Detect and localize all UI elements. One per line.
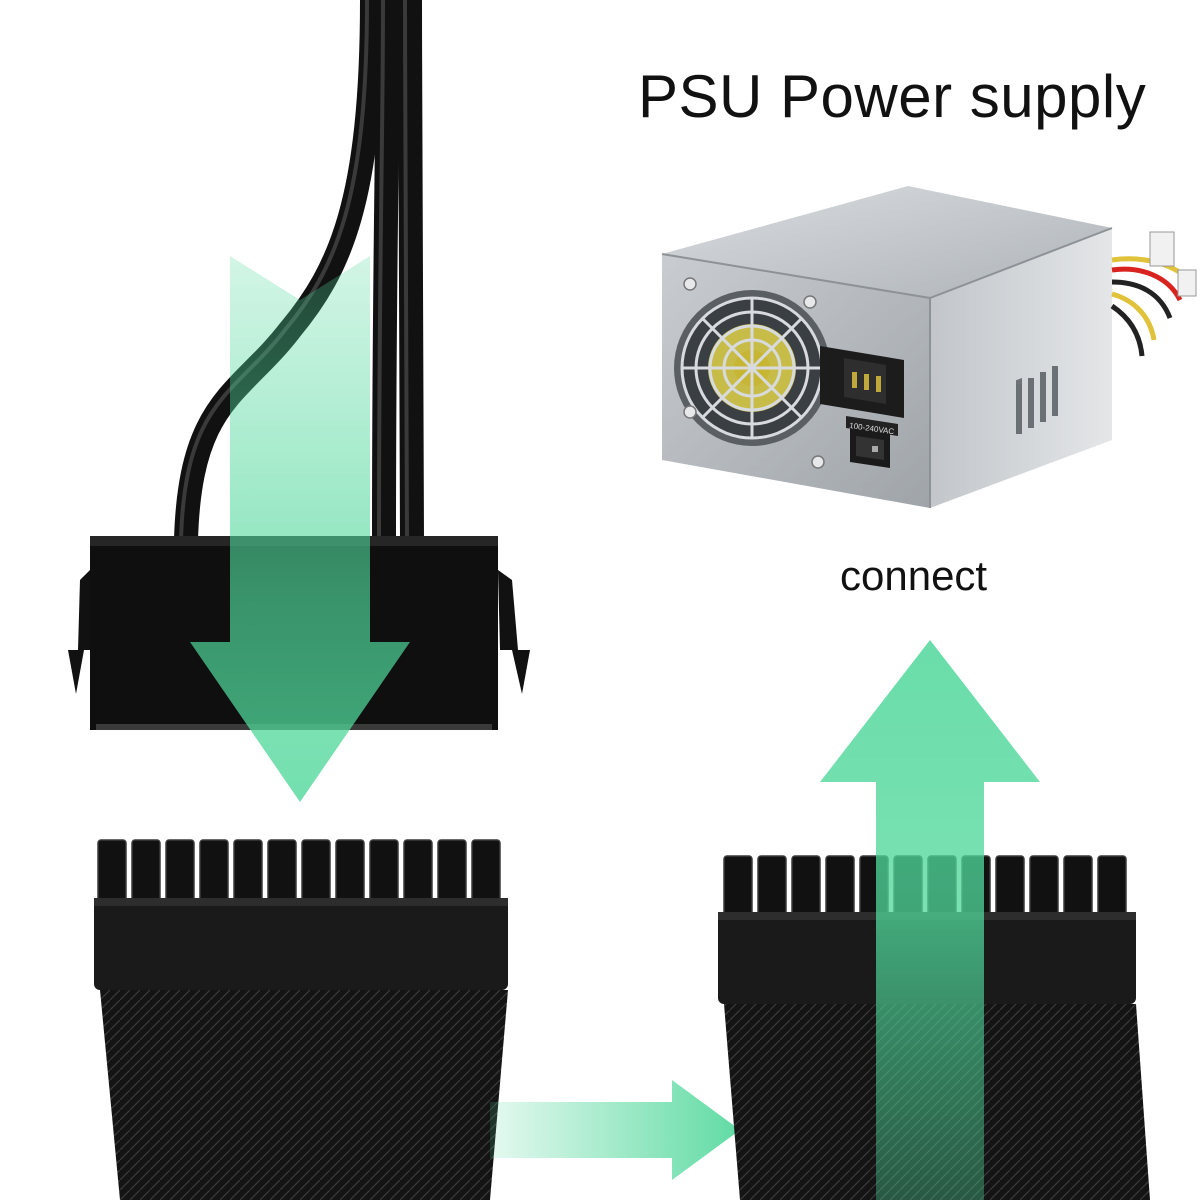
connect-label: connect (840, 552, 988, 599)
psu-unit: 100-240VAC (661, 186, 1197, 508)
psu-output-cables (1110, 231, 1197, 357)
connector-pin (335, 839, 365, 907)
direction-right-arrow (490, 1080, 740, 1180)
connector-pin (131, 839, 161, 907)
connector-24pin-left (94, 839, 508, 1200)
side-vents (1016, 366, 1058, 434)
connector-pin (233, 839, 263, 907)
insert-up-arrow (820, 640, 1040, 1200)
connector-pin (301, 839, 331, 907)
connector-pin (165, 839, 195, 907)
psu-fan (674, 277, 830, 469)
connector-pin (471, 839, 501, 907)
connector-pin (437, 839, 467, 907)
ac-power-inlet (820, 346, 904, 418)
connector-pin (267, 839, 297, 907)
insert-down-arrow (190, 256, 410, 802)
connector-pin (199, 839, 229, 907)
power-switch (850, 428, 890, 468)
page-title: PSU Power supply (638, 63, 1147, 130)
connector-pin (403, 839, 433, 907)
connector-pin (369, 839, 399, 907)
connector-pin (97, 839, 127, 907)
